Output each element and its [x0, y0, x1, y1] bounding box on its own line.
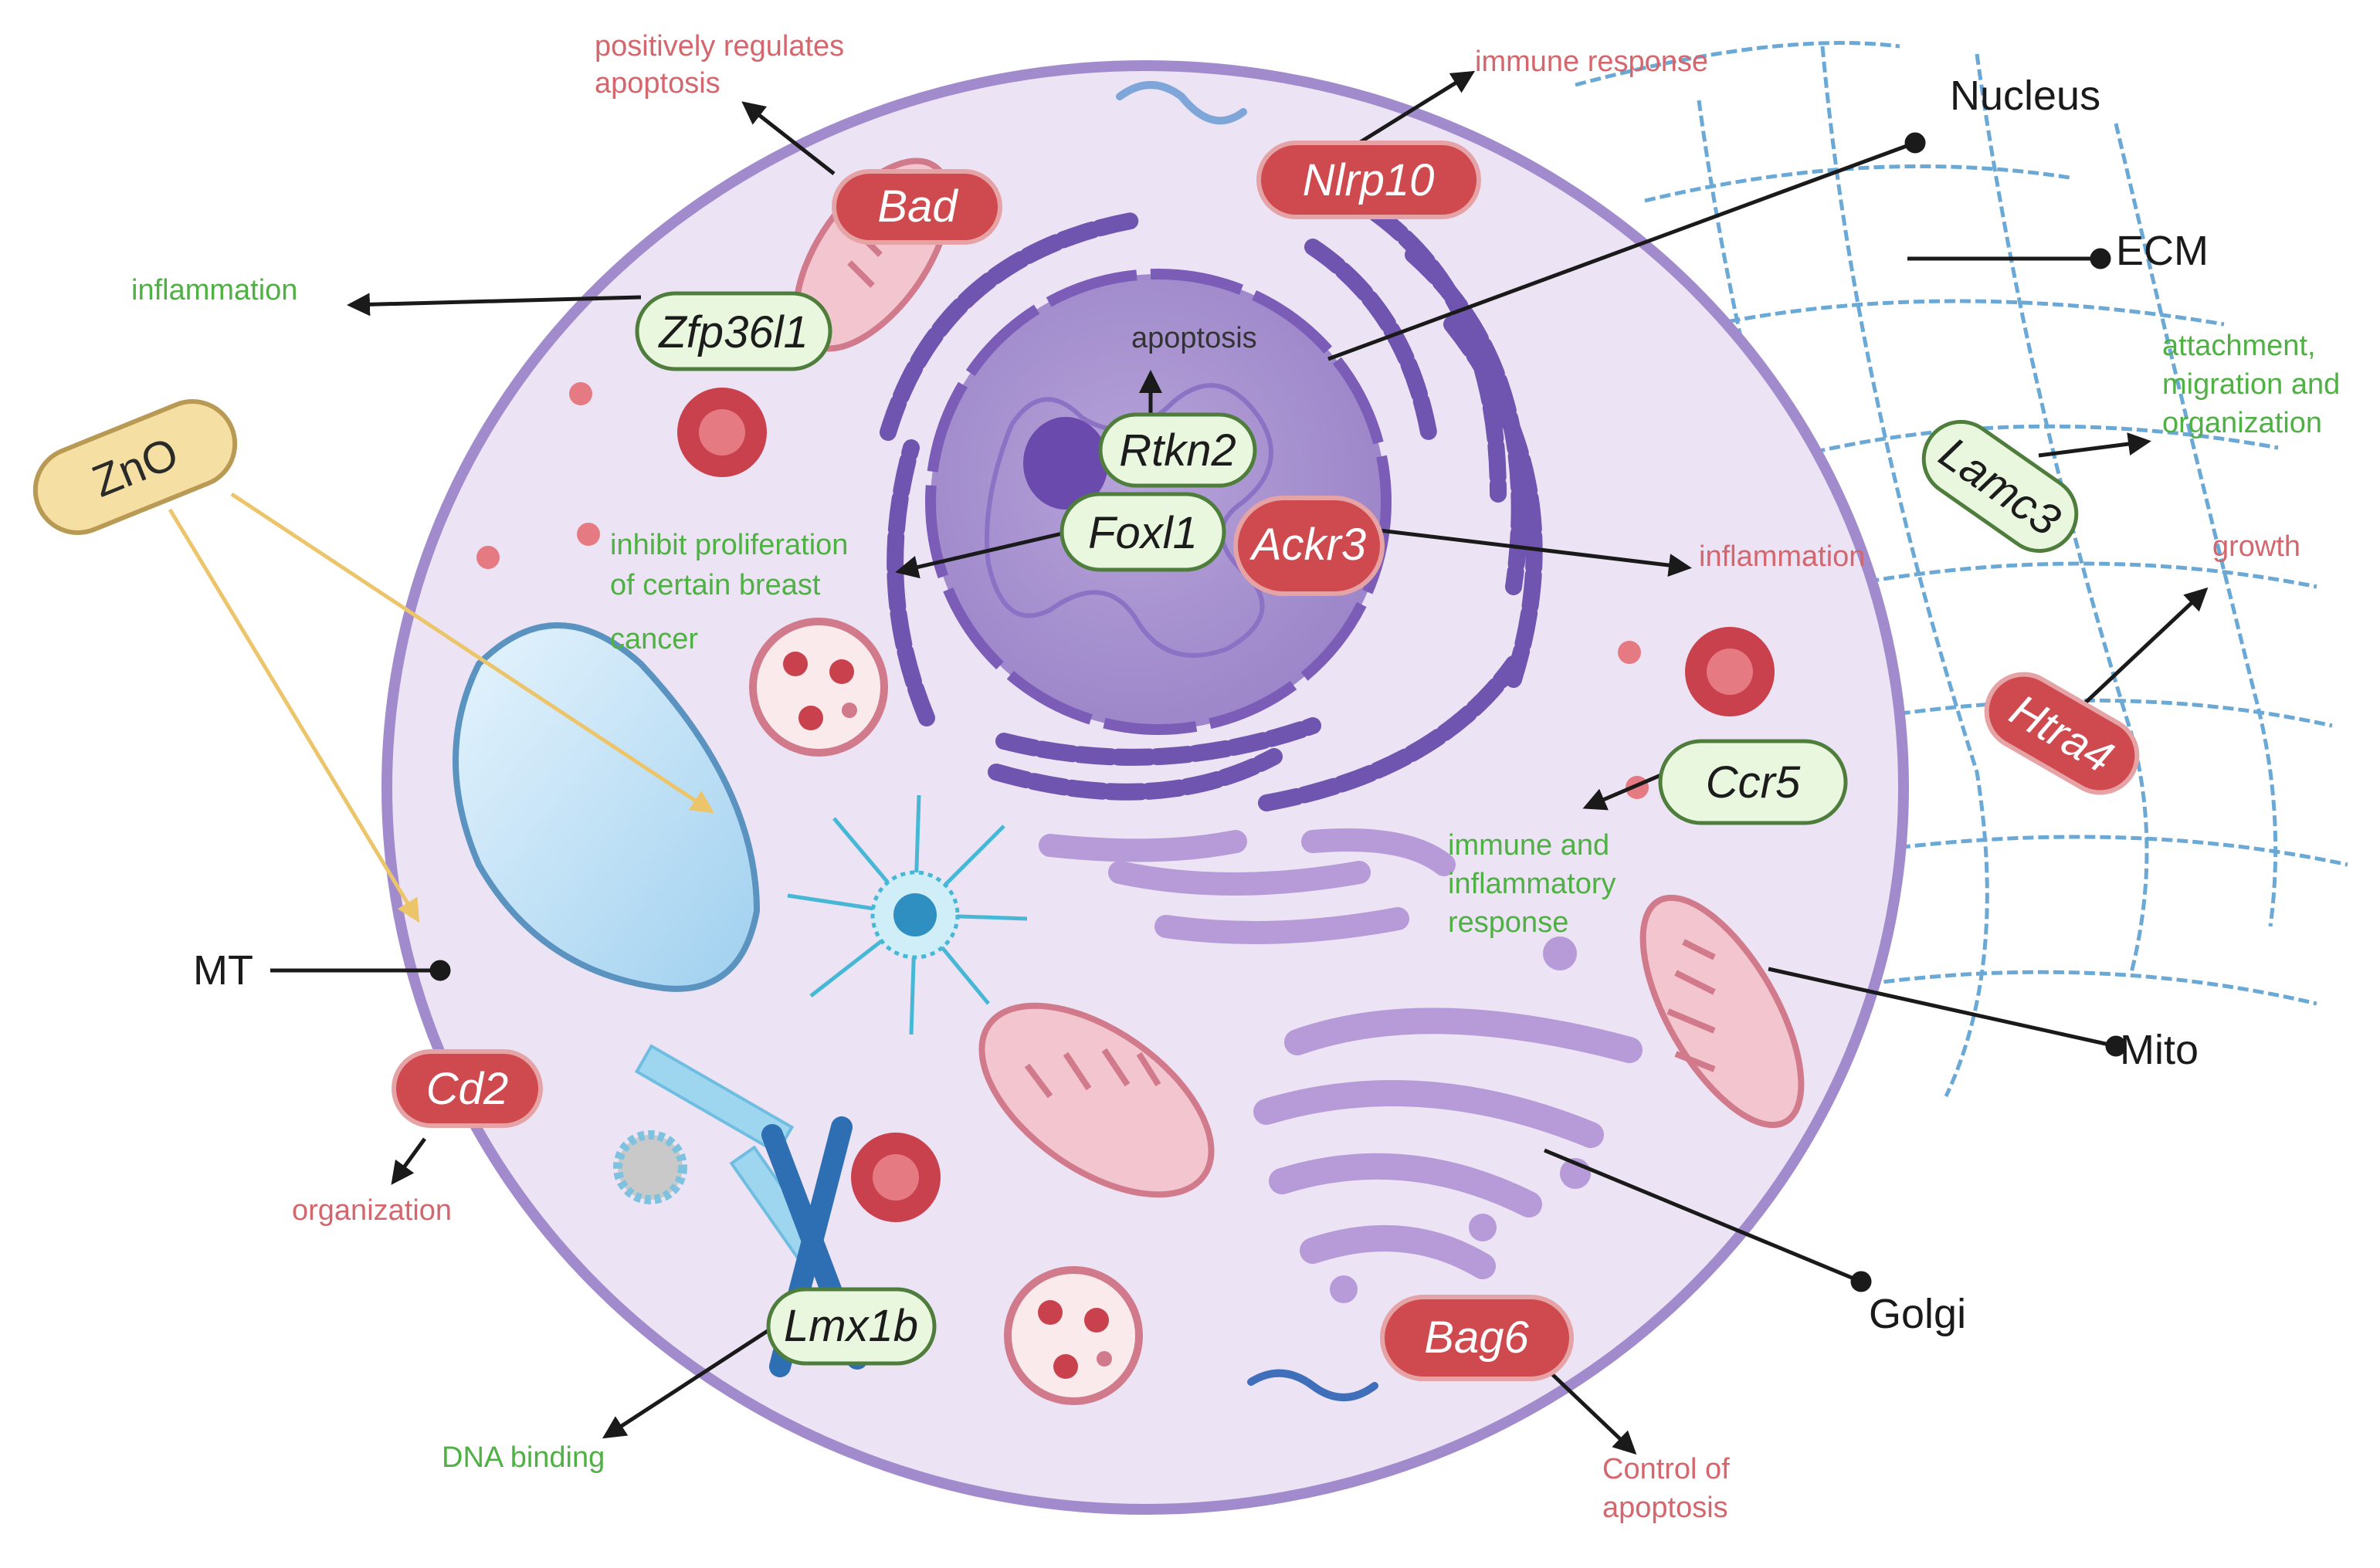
annotation-bag6: Control of apoptosis: [1602, 1453, 1738, 1524]
ribosome-vesicle: [613, 1130, 687, 1204]
gene-pill-lamc3: Lamc3: [1921, 419, 2079, 554]
label-golgi: Golgi: [1869, 1291, 1966, 1337]
mitochondrion-bottom: [978, 1002, 1215, 1198]
annotation-ackr3: inflammation: [1699, 540, 1865, 573]
annotation-nlrp10: immune response: [1475, 46, 1708, 78]
organelle-leaders: [270, 132, 2127, 1292]
label-mt: MT: [193, 947, 253, 994]
gene-pill-lmx1b: Lmx1b: [766, 1287, 937, 1366]
gene-pill-nlrp10: Nlrp10: [1256, 141, 1481, 219]
gene-label-rtkn2: Rtkn2: [1119, 425, 1236, 476]
gene-label-zfp36l1: Zfp36l1: [657, 307, 808, 357]
mrna-strand-top: [1116, 81, 1247, 125]
lysosome-1: [749, 618, 888, 757]
annotation-htra4: growth: [2212, 530, 2300, 563]
label-mito: Mito: [2120, 1027, 2199, 1073]
smooth-er: [1039, 828, 1456, 944]
red-vesicles: [476, 382, 1775, 1222]
annotation-foxl1: inhibit proliferation of certain breast …: [610, 529, 856, 655]
annotation-rtkn2: apoptosis: [1131, 322, 1257, 354]
annotation-zfp36l1: inflammation: [131, 274, 297, 306]
golgi-apparatus: [1253, 1008, 1643, 1279]
label-ecm: ECM: [2116, 228, 2209, 274]
gene-pill-bad: Bad: [832, 169, 1002, 245]
zno-arrows: [168, 492, 715, 923]
annotation-cd2: organization: [292, 1194, 452, 1227]
gene-label-cd2: Cd2: [426, 1064, 508, 1114]
mitochondrion-right: [1639, 894, 1805, 1129]
vacuole: [453, 622, 761, 992]
gene-pill-ackr3: Ackr3: [1233, 496, 1385, 596]
annotation-bad: positively regulates apoptosis: [595, 30, 853, 100]
label-nucleus: Nucleus: [1950, 73, 2100, 119]
zno-compound-pill: ZnO: [32, 399, 238, 535]
lysosome-2: [1004, 1266, 1143, 1405]
gene-label-ccr5: Ccr5: [1706, 757, 1801, 808]
gene-pill-cd2: Cd2: [392, 1049, 543, 1128]
gene-label-bad: Bad: [877, 181, 958, 232]
gene-pill-bag6: Bag6: [1380, 1295, 1574, 1381]
centrosome: [787, 794, 1028, 1035]
gene-label-lmx1b: Lmx1b: [784, 1301, 918, 1351]
mrna-strand-bottom: [1247, 1369, 1378, 1401]
gene-pill-rtkn2: Rtkn2: [1098, 412, 1257, 488]
gene-label-bag6: Bag6: [1424, 1312, 1529, 1363]
annotation-lmx1b: DNA binding: [442, 1441, 605, 1474]
gene-pill-zfp36l1: Zfp36l1: [635, 291, 832, 371]
gene-label-foxl1: Foxl1: [1088, 508, 1198, 558]
endoplasmic-reticulum: [880, 185, 1543, 811]
gene-pill-foxl1: Foxl1: [1059, 492, 1226, 572]
annotation-ccr5: immune and inflammatory response: [1448, 829, 1624, 939]
gene-label-ackr3: Ackr3: [1249, 520, 1366, 570]
gene-pill-ccr5: Ccr5: [1658, 739, 1848, 825]
annotation-lamc3: attachment, migration and organization: [2162, 330, 2348, 439]
gene-pill-htra4: Htra4: [1984, 672, 2140, 795]
gene-label-nlrp10: Nlrp10: [1303, 155, 1435, 205]
annotation-arrows: [347, 70, 2209, 1455]
